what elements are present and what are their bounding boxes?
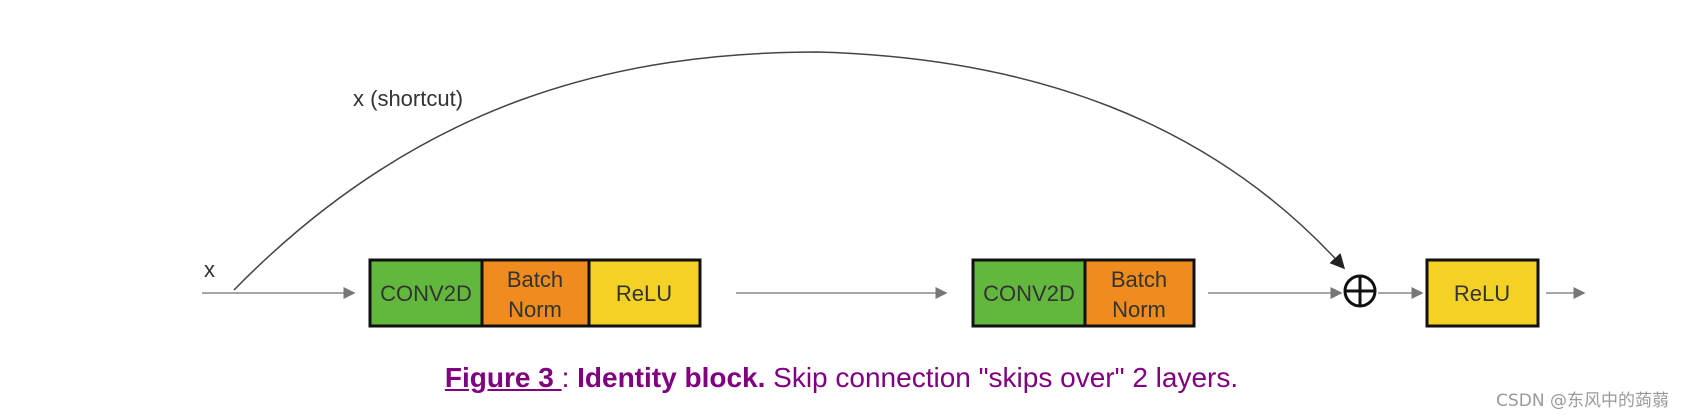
conv2d-label-1: CONV2D xyxy=(380,281,472,306)
conv2d-block-1 xyxy=(368,258,484,328)
batch-norm-label-2b: Norm xyxy=(1112,297,1166,322)
batch-norm-label-1a: Batch xyxy=(507,267,563,292)
watermark: CSDN @东风中的蒟蒻 xyxy=(1496,391,1669,411)
relu-label-1: ReLU xyxy=(616,281,672,306)
caption-description: Skip connection "skips over" 2 layers. xyxy=(765,362,1239,393)
relu-output-label: ReLU xyxy=(1454,281,1510,306)
batch-norm-block-2 xyxy=(1083,258,1196,328)
relu-block-1 xyxy=(587,258,702,328)
caption-title: Identity block. xyxy=(577,362,766,393)
shortcut-label: x (shortcut) xyxy=(353,86,463,111)
caption-separator: : xyxy=(561,362,578,393)
relu-output-block xyxy=(1425,258,1540,328)
block-group-2: CONV2D Batch Norm xyxy=(971,258,1196,328)
block-group-1: CONV2D Batch Norm ReLU xyxy=(368,258,702,328)
figure-link[interactable]: Figure 3 xyxy=(444,362,562,393)
conv2d-block-2 xyxy=(971,258,1087,328)
batch-norm-label-1b: Norm xyxy=(508,297,562,322)
batch-norm-label-2a: Batch xyxy=(1111,267,1167,292)
input-label: x xyxy=(204,257,215,282)
figure-caption: Figure 3 : Identity block. Skip connecti… xyxy=(0,362,1683,394)
shortcut-connection xyxy=(233,51,1346,291)
add-operation-icon xyxy=(1343,274,1377,308)
conv2d-label-2: CONV2D xyxy=(983,281,1075,306)
